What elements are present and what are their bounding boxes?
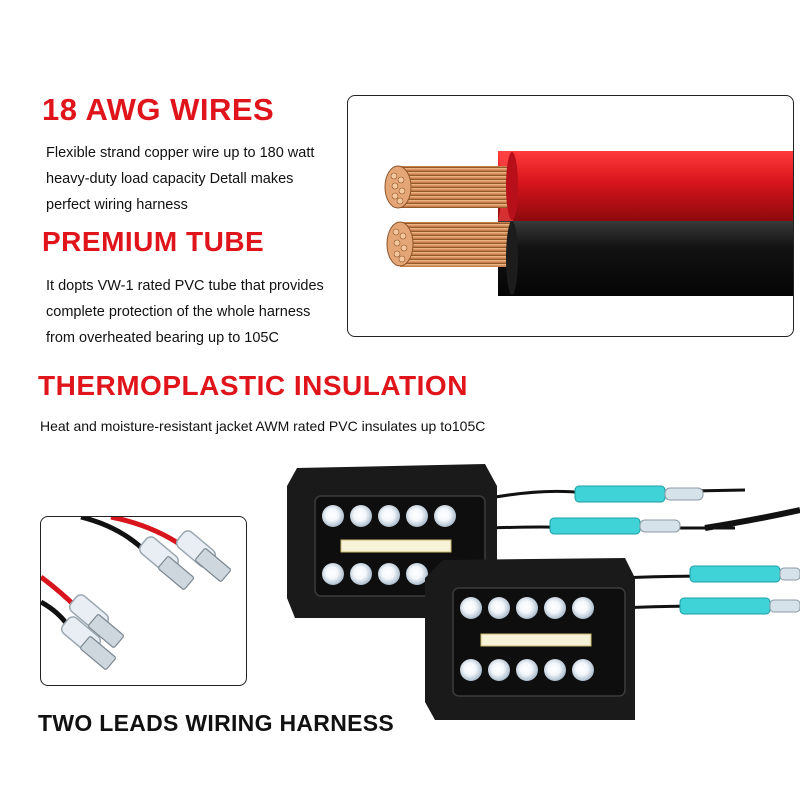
text-line: perfect wiring harness [46,197,188,213]
cyan-connector [679,597,800,615]
insulation-description: Heat and moisture-resistant jacket AWM r… [40,413,485,439]
awg-description: Flexible strand copper wire up to 180 wa… [46,140,314,218]
heading-18-awg-wires: 18 AWG WIRES [42,92,275,127]
text-line: complete protection of the whole harness [46,304,311,320]
text-line: Heat and moisture-resistant jacket AWM r… [40,418,486,434]
caption-two-leads-wiring-harness: TWO LEADS WIRING HARNESS [38,710,395,736]
connector-closeup-image [40,516,247,686]
wire-cross-section-image [347,95,794,337]
heading-thermoplastic-insulation: THERMOPLASTIC INSULATION [38,370,468,401]
black-wire-copper-core [386,221,510,267]
cyan-connector [574,485,704,503]
connector-illustration [41,517,231,670]
wire-illustration [384,151,793,296]
cyan-connector [689,565,800,583]
text-line: heavy-duty load capacity Detall makes [46,171,294,187]
text-line: Flexible strand copper wire up to 180 wa… [46,145,315,161]
red-wire-copper-core [384,165,508,209]
spade-connector [175,530,231,582]
text-line: It dopts VW-1 rated PVC tube that provid… [46,278,324,294]
spade-connector [138,536,194,590]
black-wire-jacket [498,221,793,296]
red-wire-jacket [498,151,793,221]
spade-connector [60,616,116,670]
tube-description: It dopts VW-1 rated PVC tube that provid… [46,273,324,351]
text-line: from overheated bearing up to 105C [46,330,279,346]
cyan-connector [549,517,681,535]
led-light-bars-image [287,464,800,720]
heading-premium-tube: PREMIUM TUBE [42,226,265,257]
led-light-bar [425,558,635,720]
spade-connector [68,594,124,648]
